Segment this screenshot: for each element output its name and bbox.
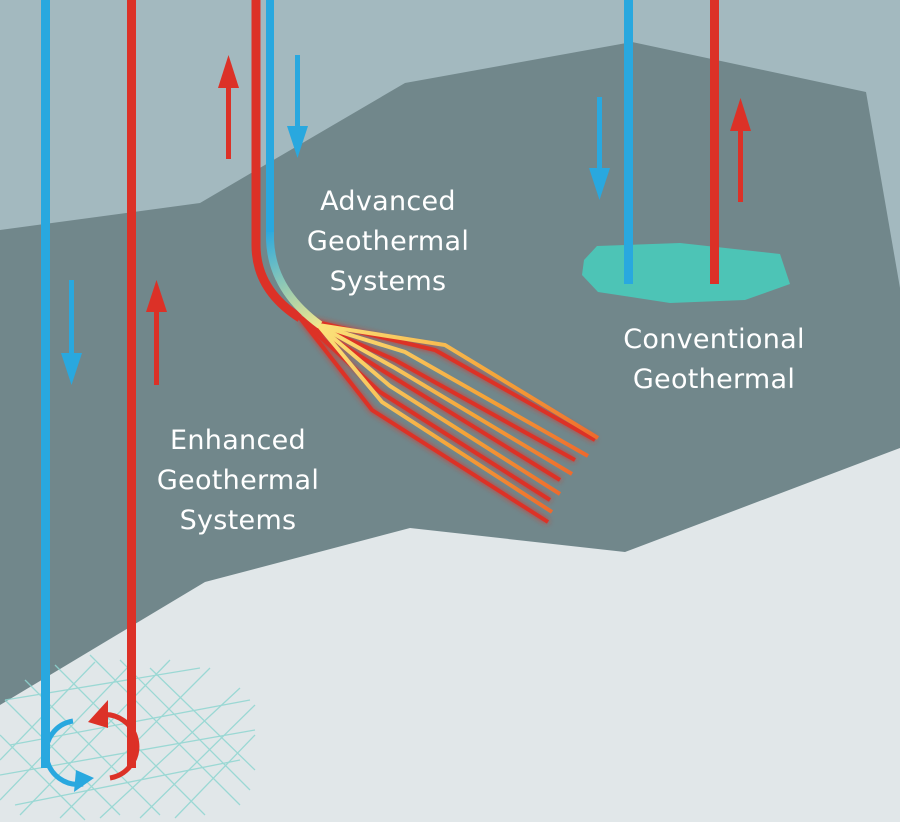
- reservoir-pool: [582, 243, 790, 303]
- arrow-up-icon: [730, 98, 751, 202]
- label-line: Geothermal: [156, 465, 320, 496]
- label-enhanced-geothermal: Enhanced Geothermal Systems: [133, 421, 343, 541]
- label-line: Advanced: [320, 186, 456, 217]
- arrow-up-icon: [146, 280, 167, 385]
- egs-injection-well: [41, 0, 50, 768]
- egs-production-well: [127, 0, 136, 768]
- label-advanced-geothermal: Advanced Geothermal Systems: [288, 182, 488, 302]
- label-conventional-geothermal: Conventional Geothermal: [598, 320, 830, 400]
- arrow-down-icon: [61, 280, 82, 385]
- ags-production-well: [251, 0, 303, 322]
- conventional-production-well: [710, 0, 719, 284]
- ags-injection-well-top: [266, 0, 274, 232]
- ags-laterals: [316, 323, 600, 514]
- arrow-down-icon: [589, 97, 610, 200]
- label-line: Enhanced: [170, 425, 306, 456]
- arrow-up-icon: [218, 55, 239, 159]
- label-line: Geothermal: [632, 364, 796, 395]
- label-line: Systems: [179, 505, 297, 536]
- label-line: Conventional: [623, 324, 805, 355]
- conventional-injection-well: [624, 0, 633, 284]
- circulation-cycle-icon: [43, 700, 140, 792]
- ags-injection-well: [266, 0, 323, 329]
- label-line: Systems: [329, 266, 447, 297]
- label-line: Geothermal: [306, 226, 470, 257]
- deep-rock-layer: [0, 448, 900, 822]
- arrow-down-icon: [287, 55, 308, 158]
